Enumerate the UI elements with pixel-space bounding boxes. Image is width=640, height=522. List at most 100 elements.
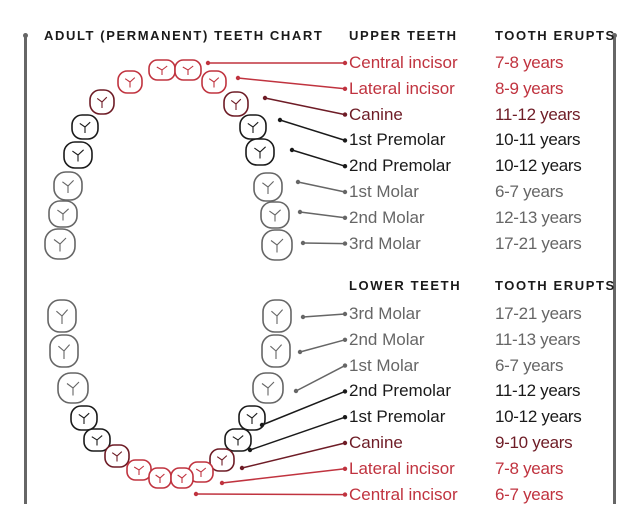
lower-right-tooth-groove-5 [216,455,228,466]
upper-left-tooth-groove-1 [124,77,136,88]
lower-right-tooth-groove-1 [270,344,283,359]
upper-right-tooth-groove-6 [269,209,281,222]
lower-left-tooth-groove-7 [155,473,165,483]
upper-leader-end-dot-0 [342,60,348,66]
upper-left-tooth-groove-2 [96,96,108,108]
lower-tooth-label: 1st Premolar [349,407,446,427]
upper-left-tooth-groove-4 [72,149,84,162]
upper-leader-end-dot-7 [342,241,348,246]
upper-right-tooth-groove-7 [270,238,284,253]
lower-leader-dot-0 [300,314,306,320]
lower-leader-dot-5 [239,465,245,471]
lower-left-tooth-groove-2 [66,381,80,396]
upper-leader-dot-2 [262,95,268,101]
lower-tooth-label: Central incisor [349,484,458,504]
lower-leader-dot-7 [193,491,199,497]
lower-left-tooth-groove-3 [78,412,90,424]
lower-leader-end-dot-0 [342,311,348,317]
upper-left-tooth-groove-5 [62,180,74,193]
lower-leader-dot-2 [293,388,299,394]
upper-tooth-erupts: 17-21 years [495,233,582,253]
upper-tooth-erupts: 8-9 years [495,78,564,98]
upper-right-tooth-groove-4 [254,146,266,159]
upper-leader-end-dot-3 [342,138,348,143]
lower-leader-dot-4 [247,447,253,453]
lower-left-tooth-groove-0 [56,309,69,324]
lower-leader-line-0 [302,313,346,318]
upper-leader-end-dot-6 [342,215,348,220]
lower-left-tooth-groove-1 [58,344,71,359]
lower-leader-line-3 [261,390,346,426]
lower-teeth-header: LOWER TEETH [349,278,462,293]
lower-leader-dot-3 [259,422,265,428]
lower-tooth-erupts: 6-7 years [495,355,564,375]
upper-tooth-erupts: 7-8 years [495,53,564,72]
lower-leader-dot-1 [297,349,303,355]
lower-tooth-erupts: 10-12 years [495,407,582,427]
lower-tooth-erupts: 11-13 years [495,329,581,349]
upper-left-tooth-groove-7 [53,237,67,252]
lower-right-tooth-groove-6 [195,467,207,477]
left-divider [23,33,28,504]
lower-tooth-erupts: 7-8 years [495,458,564,478]
upper-tooth-label: 3rd Molar [349,233,421,253]
upper-tooth-erupts: 10-12 years [495,156,582,176]
lower-tooth-erupts: 6-7 years [495,484,564,504]
upper-leader-end-dot-2 [342,112,348,117]
lower-leader-line-2 [295,364,346,392]
upper-leader-line-4 [291,149,346,167]
upper-leader-dot-4 [289,147,295,153]
upper-tooth-label: Lateral incisor [349,78,455,98]
upper-leader-line-1 [237,77,346,90]
lower-leader-end-dot-2 [342,363,348,368]
upper-tooth-label: 2nd Molar [349,207,425,227]
lower-right-tooth-groove-0 [271,309,284,324]
upper-leader-dot-1 [235,75,241,81]
upper-leader-line-2 [264,97,346,116]
upper-tooth-label: 2nd Premolar [349,156,452,176]
upper-leader-dot-3 [277,117,283,123]
upper-leader-line-5 [297,181,346,193]
lower-tooth-erupts: 17-21 years [495,304,582,323]
lower-leader-dot-6 [219,480,225,486]
lower-right-tooth-groove-4 [232,435,244,446]
upper-leader-end-dot-4 [342,164,348,169]
upper-right-tooth-groove-1 [208,77,220,88]
upper-leader-dot-5 [295,179,301,185]
upper-left-tooth-groove-3 [79,121,91,133]
upper-leader-dot-6 [297,209,303,215]
upper-right-tooth-groove-2 [230,98,242,110]
lower-leader-end-dot-3 [342,389,348,394]
lower-right-tooth-groove-7 [177,473,187,483]
upper-tooth-label: Canine [349,104,403,124]
upper-teeth-header: UPPER TEETH [349,28,458,43]
lower-right-tooth-groove-2 [261,381,275,396]
upper-tooth-erupts: 11-12 years [495,104,581,124]
lower-leader-line-6 [221,468,346,484]
upper-tooth-label: Central incisor [349,53,458,72]
lower-leader-end-dot-5 [342,440,348,446]
lower-tooth-erupts: 11-12 years [495,381,581,401]
upper-right-tooth-groove-0 [182,65,194,75]
lower-tooth-label: 2nd Premolar [349,381,452,401]
upper-leader-dot-7 [300,240,306,246]
lower-erupts-header: TOOTH ERUPTS [495,278,616,293]
lower-tooth-label: Lateral incisor [349,458,455,478]
right-divider [612,33,617,504]
lower-leader-line-5 [241,442,346,469]
upper-leader-end-dot-5 [342,189,348,195]
upper-erupts-header: TOOTH ERUPTS [495,28,616,43]
lower-leader-line-1 [299,339,346,353]
upper-leader-dot-0 [205,60,211,66]
upper-leader-line-3 [279,119,346,142]
upper-leader-line-6 [299,211,346,219]
upper-tooth-label: 1st Premolar [349,130,446,150]
upper-tooth-erupts: 12-13 years [495,207,582,227]
lower-right-tooth-groove-3 [246,412,258,424]
upper-leader-end-dot-1 [342,86,348,92]
upper-left-tooth-groove-0 [156,65,168,75]
lower-tooth-erupts: 9-10 years [495,433,573,452]
lower-tooth-label: Canine [349,433,403,452]
chart-title: ADULT (PERMANENT) TEETH CHART [44,28,324,43]
